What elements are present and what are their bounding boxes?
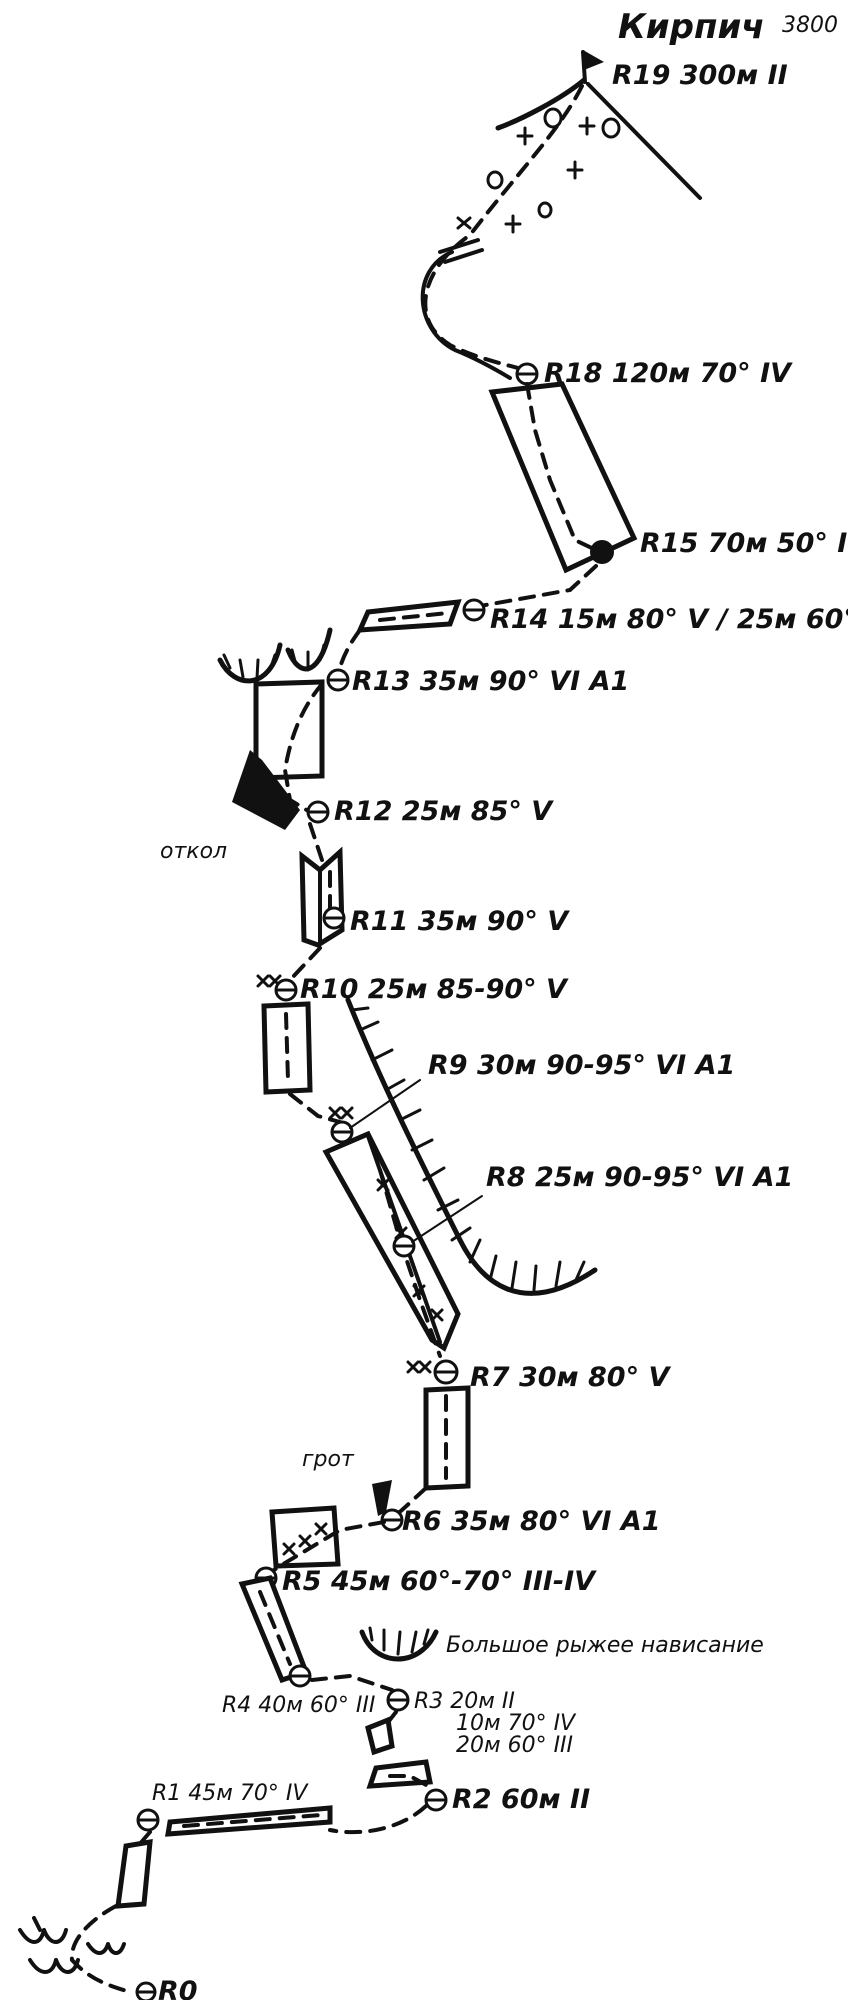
pitch-label-r14: R14 15м 80° V / 25м 60° III [490, 604, 848, 635]
vegetation-marks [18, 1916, 126, 1974]
feature-label-grot: грот [302, 1447, 355, 1472]
pitch-label-r11: R11 35м 90° V [350, 906, 570, 937]
pitch-label-r15: R15 70м 50° II [640, 528, 848, 559]
detached-flake [232, 750, 300, 830]
pitch-label-r18: R18 120м 70° IV [544, 358, 793, 389]
route-line-r10-r9 [288, 1092, 342, 1124]
route-line-r11-r10 [288, 946, 322, 982]
feature-label-otkol: откол [160, 839, 227, 864]
route-line-r9-r7 [378, 1168, 442, 1358]
pitch-label-r12: R12 25м 85° V [334, 796, 554, 827]
pitch-label-r13: R13 35м 90° VI A1 [352, 666, 629, 697]
bergschrund-mark [438, 238, 484, 264]
grotto-mark [372, 1480, 392, 1516]
summit-ridge-left [495, 77, 587, 131]
pitch-label-r6: R6 35м 80° VI A1 [402, 1506, 661, 1537]
pitch-label-r3-third: 20м 60° III [456, 1733, 573, 1758]
pitch-label-r2: R2 60м II [452, 1784, 590, 1815]
pitch-label-r3-second: 10м 70° IV [456, 1711, 577, 1736]
route-line-r4-r3 [310, 1673, 394, 1692]
pitch-label-r1: R1 45м 70° IV [152, 1781, 309, 1806]
anchor-r15 [590, 540, 614, 564]
rock-slab-r18-r15 [488, 381, 638, 574]
snow-slope-marks [456, 107, 621, 234]
pitch-label-r19: R19 300м II [612, 60, 788, 91]
pitch-label-r4: R4 40м 60° III [222, 1693, 375, 1718]
pitch-label-r10: R10 25м 85-90° V [300, 974, 569, 1005]
route-line-r7-r6 [390, 1486, 428, 1520]
route-line-r2-r1 [328, 1804, 428, 1835]
feature-label-overhang: Большое рыжее нависание [446, 1633, 764, 1658]
ledge-r1 [165, 1805, 333, 1837]
summit-height: 3800 [782, 13, 838, 38]
rock-block-r7-r6 [423, 1385, 471, 1491]
pitch-label-r8: R8 25м 90-95° VI A1 [486, 1162, 793, 1193]
large-overhang-wall [345, 997, 598, 1296]
small-block-r3 [365, 1716, 395, 1756]
summit-name: Кирпич [618, 7, 765, 47]
pitch-label-r3: R3 20м II [414, 1689, 515, 1714]
ridge-side-line [420, 250, 512, 380]
route-line-r15-r14 [478, 564, 598, 608]
route-line-r19-r18 [423, 84, 584, 372]
small-slab-r1 [115, 1838, 153, 1909]
pitch-label-r9: R9 30м 90-95° VI A1 [428, 1050, 735, 1081]
pitch-label-r7: R7 30м 80° V [470, 1362, 671, 1393]
route-line-r18-r15 [525, 382, 602, 554]
summit-flag [581, 50, 604, 84]
pitch-label-r5: R5 45м 60°-70° III-IV [282, 1566, 597, 1597]
pitch-label-r0: R0 [158, 1976, 198, 2000]
overhang-marks-upper [217, 627, 333, 684]
summit-ridge-right [586, 82, 702, 200]
large-orange-overhang [359, 1629, 439, 1662]
route-line-r12-r11 [308, 822, 324, 862]
route-line-r13-r12 [282, 682, 324, 814]
route-line-r1-r0 [69, 1904, 132, 1994]
